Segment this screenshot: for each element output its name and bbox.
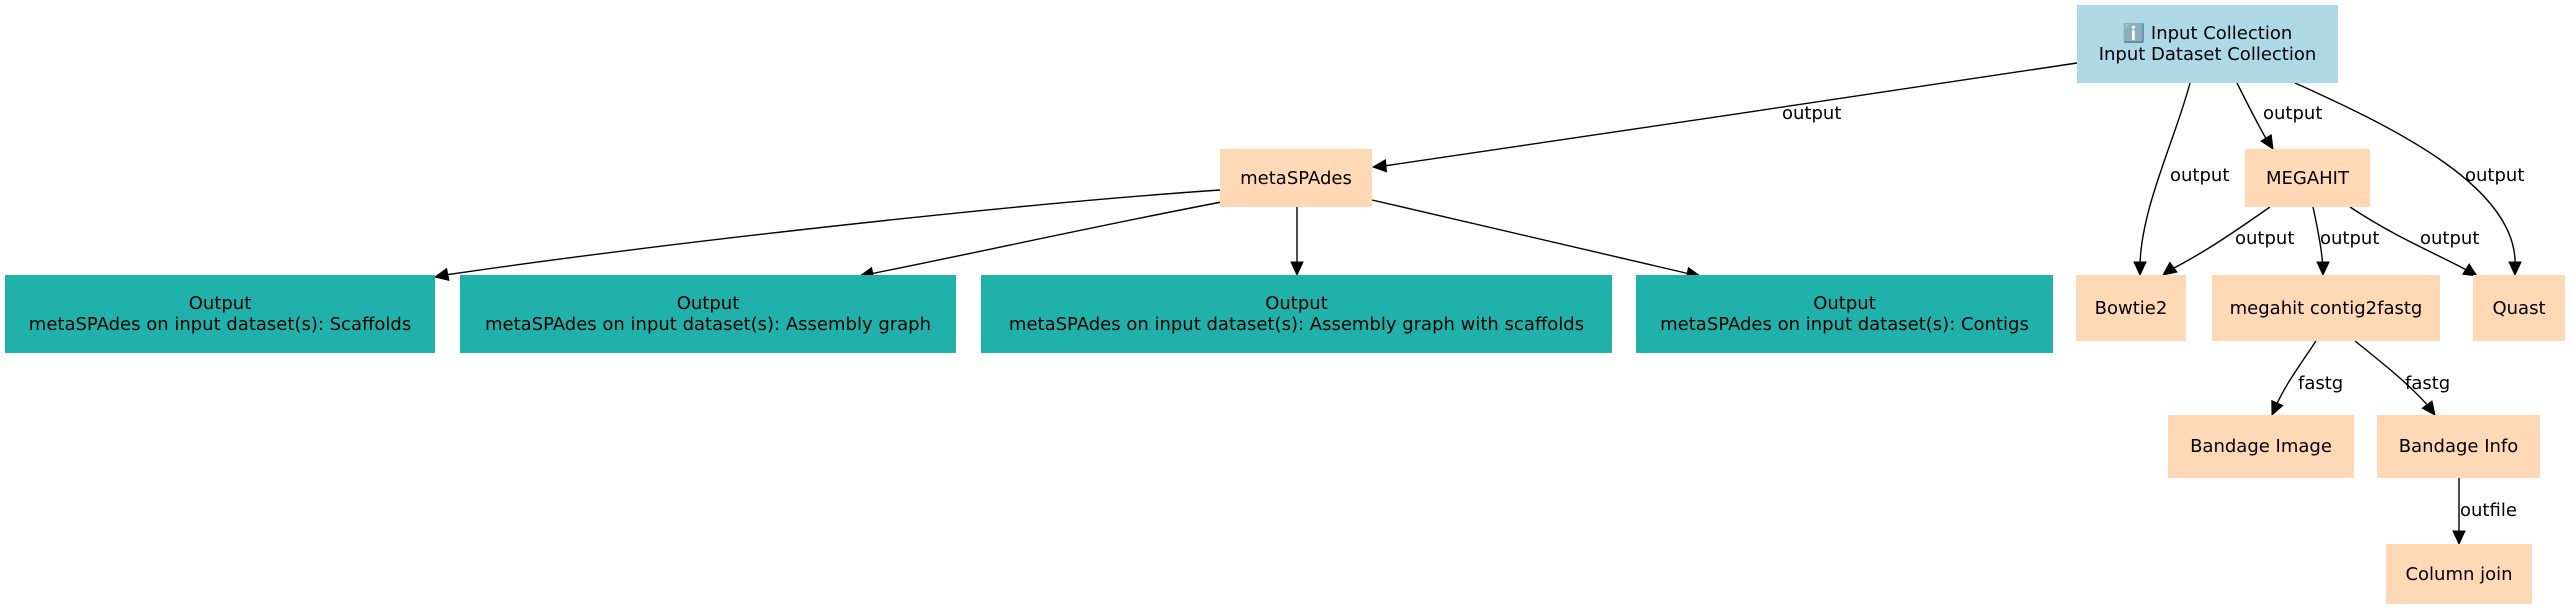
node-input-collection[interactable]: ℹ️ Input Collection Input Dataset Collec…	[2077, 5, 2338, 83]
edge-megahit_contig2fastg-to-bandage_info	[2354, 340, 2431, 409]
node-output-scaffolds[interactable]: Output metaSPAdes on input dataset(s): S…	[5, 275, 435, 353]
arrowhead-icon	[2271, 399, 2284, 417]
output-subtitle: metaSPAdes on input dataset(s): Scaffold…	[28, 314, 412, 335]
edge-megahit-to-quast	[2349, 206, 2471, 273]
output-title: Output	[188, 293, 252, 314]
info-icon: ℹ️	[2122, 23, 2146, 44]
output-title: Output	[1265, 293, 1328, 314]
arrowhead-icon	[1371, 159, 1388, 173]
arrowhead-icon	[2461, 263, 2479, 277]
node-input-title: Input Collection	[2150, 23, 2293, 44]
edge-input-to-bowtie2	[2139, 82, 2191, 269]
node-output-contigs[interactable]: Output metaSPAdes on input dataset(s): C…	[1636, 275, 2053, 353]
node-metaspades-label: metaSPAdes	[1240, 167, 1352, 189]
arrowhead-icon	[1290, 261, 1304, 277]
arrowhead-icon	[2316, 261, 2330, 277]
edge-megahit-to-bowtie2	[2169, 206, 2271, 271]
node-megahit-contig2fastg[interactable]: megahit contig2fastg	[2212, 275, 2440, 341]
node-megahit[interactable]: MEGAHIT	[2245, 149, 2370, 207]
edge-metaspades-to-out_assembly_graph	[869, 199, 1233, 275]
edge-metaspades-to-out_contigs	[1371, 199, 1691, 275]
node-bowtie2[interactable]: Bowtie2	[2076, 275, 2186, 341]
output-subtitle: metaSPAdes on input dataset(s): Assembly…	[1008, 314, 1585, 335]
node-bowtie2-label: Bowtie2	[2094, 297, 2168, 319]
node-megahit-contig2fastg-label: megahit contig2fastg	[2229, 297, 2423, 319]
edge-label: output	[2420, 228, 2480, 249]
node-bandage-info-label: Bandage Info	[2398, 436, 2519, 457]
arrowhead-icon	[2452, 530, 2466, 546]
edge-label: output	[2263, 103, 2323, 124]
edge-label: output	[1782, 103, 1842, 124]
node-output-assembly-graph-scaffolds[interactable]: Output metaSPAdes on input dataset(s): A…	[981, 275, 1612, 353]
arrowhead-icon	[2133, 261, 2147, 277]
arrowhead-icon	[2162, 261, 2178, 276]
edge-label: fastg	[2298, 373, 2344, 394]
arrowhead-icon	[433, 267, 450, 282]
edge-input-to-megahit	[2236, 82, 2269, 143]
edge-label: outfile	[2460, 500, 2517, 521]
edge-label: output	[2235, 228, 2295, 249]
node-bandage-image[interactable]: Bandage Image	[2168, 415, 2354, 478]
node-bandage-image-label: Bandage Image	[2190, 436, 2332, 457]
edge-input-to-quast	[2294, 82, 2516, 269]
node-output-assembly-graph[interactable]: Output metaSPAdes on input dataset(s): A…	[460, 275, 956, 353]
output-subtitle: metaSPAdes on input dataset(s): Contigs	[1660, 314, 2029, 335]
node-bandage-info[interactable]: Bandage Info	[2377, 415, 2540, 478]
arrowhead-icon	[2260, 133, 2274, 151]
node-quast[interactable]: Quast	[2473, 275, 2565, 341]
node-quast-label: Quast	[2492, 297, 2546, 319]
node-metaspades[interactable]: metaSPAdes	[1220, 149, 1372, 207]
node-column-join-label: Column join	[2405, 563, 2513, 585]
edge-input-to-metaspades	[1383, 62, 2078, 167]
output-title: Output	[1813, 293, 1876, 314]
output-title: Output	[676, 293, 740, 314]
edge-label: output	[2320, 228, 2380, 249]
edge-label: fastg	[2405, 373, 2451, 394]
node-column-join[interactable]: Column join	[2386, 544, 2532, 604]
node-input-subtitle: Input Dataset Collection	[2098, 44, 2317, 65]
edge-metaspades-to-out_scaffolds	[444, 189, 1221, 276]
edge-label: output	[2170, 165, 2230, 186]
output-subtitle: metaSPAdes on input dataset(s): Assembly…	[484, 314, 932, 335]
edge-label: output	[2465, 165, 2525, 186]
arrowhead-icon	[2421, 400, 2436, 416]
node-megahit-label: MEGAHIT	[2265, 167, 2349, 189]
arrowhead-icon	[2508, 261, 2522, 277]
edge-megahit_contig2fastg-to-bandage_image	[2274, 340, 2317, 409]
